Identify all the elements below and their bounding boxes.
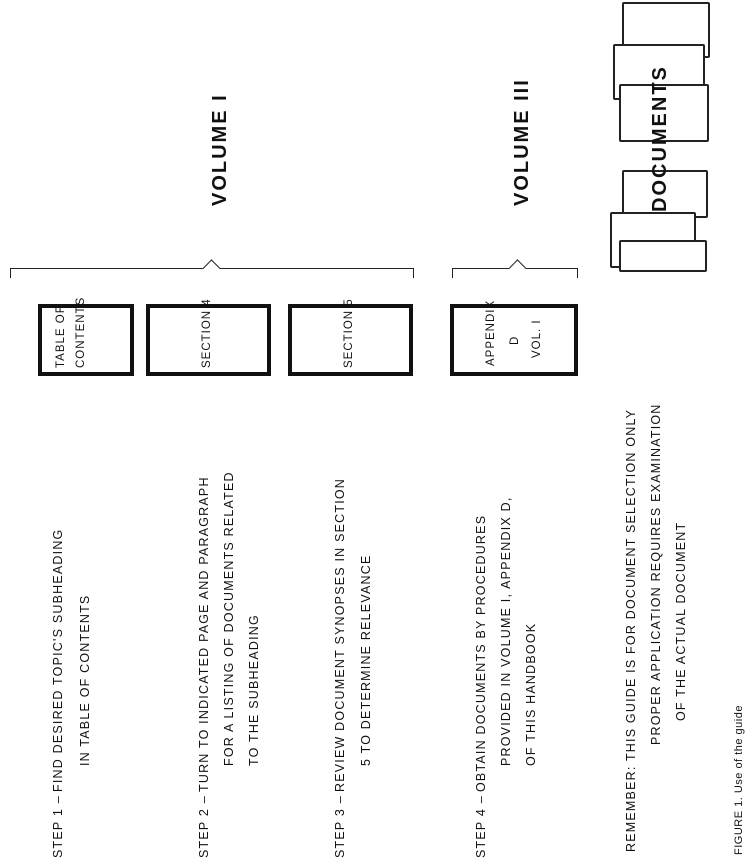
appendix-d-box [450, 304, 578, 376]
volume-iii-title: VOLUME III [511, 78, 533, 206]
step-2-line-2: FOR A LISTING OF DOCUMENTS RELATED [222, 471, 236, 766]
step-4-line-3: OF THIS HANDBOOK [524, 622, 538, 766]
volume-i-brace-peak [202, 259, 221, 278]
step-2-line-1: TURN TO INDICATED PAGE AND PARAGRAPH [197, 476, 211, 792]
volume-iii-brace-peak [508, 259, 527, 278]
step-1-label: STEP 1 – [51, 795, 65, 858]
table-of-contents-line-1: TABLE OF [55, 305, 67, 368]
section-5-box [288, 304, 413, 376]
documents-label: DOCUMENTS [649, 65, 671, 212]
table-of-contents-line-2: CONTENTS [75, 296, 87, 368]
document-sheet-4 [622, 170, 708, 218]
step-1-line-2: IN TABLE OF CONTENTS [78, 594, 92, 766]
table-of-contents-box [38, 304, 134, 376]
step-3-line-2: 5 TO DETERMINE RELEVANCE [359, 554, 373, 766]
document-sheet-6 [619, 240, 707, 272]
step-2-label: STEP 2 – [197, 795, 211, 858]
step-3-line-1: REVIEW DOCUMENT SYNOPSES IN SECTION [333, 477, 347, 792]
remember-line-3: OF THE ACTUAL DOCUMENT [674, 521, 688, 721]
remember-line-2: PROPER APPLICATION REQUIRES EXAMINATION [649, 403, 663, 745]
step-1-line-1: FIND DESIRED TOPIC'S SUBHEADING [51, 528, 65, 792]
figure-caption: FIGURE 1. Use of the guide [733, 705, 745, 855]
remember-line-1: REMEMBER: THIS GUIDE IS FOR DOCUMENT SEL… [624, 408, 638, 852]
step-3-label: STEP 3 – [333, 795, 347, 858]
step-2-line-3: TO THE SUBHEADING [247, 614, 261, 766]
appendix-d-line-2: D [509, 335, 521, 345]
section-4-label: SECTION 4 [201, 298, 213, 368]
appendix-d-line-1: APPENDIX [485, 299, 497, 366]
volume-i-title: VOLUME I [209, 93, 231, 206]
section-4-box [146, 304, 271, 376]
appendix-d-line-3: VOL. I [531, 319, 543, 358]
section-5-label: SECTION 5 [343, 298, 355, 368]
step-4-label: STEP 4 – [474, 795, 488, 858]
step-4-line-1: OBTAIN DOCUMENTS BY PROCEDURES [474, 514, 488, 792]
step-4-line-2: PROVIDED IN VOLUME I, APPENDIX D, [499, 496, 513, 766]
document-sheet-3 [619, 84, 709, 142]
